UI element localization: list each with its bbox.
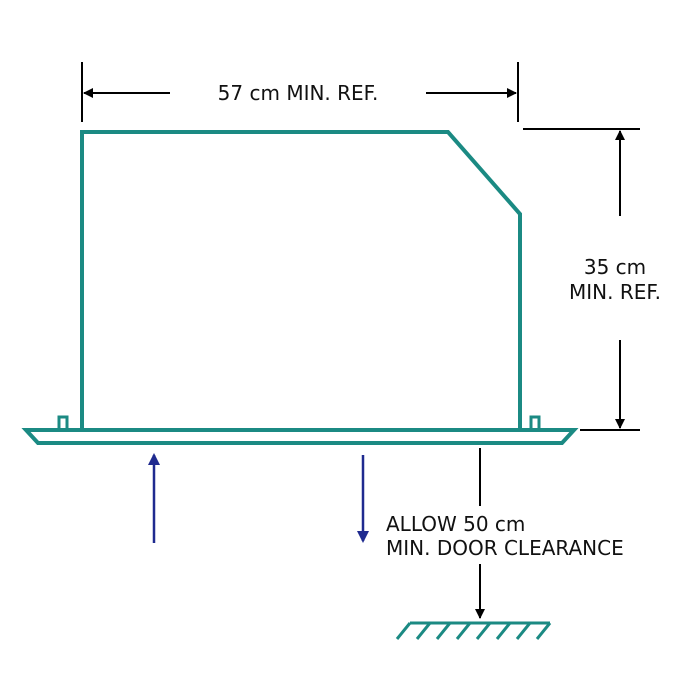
- width-label: 57 cm MIN. REF.: [218, 81, 379, 105]
- right-mount-tab: [529, 415, 541, 432]
- door-clearance-dimension: ALLOW 50 cm MIN. DOOR CLEARANCE: [386, 448, 624, 619]
- height-label-line-1: 35 cm: [584, 255, 646, 279]
- width-dimension: 57 cm MIN. REF.: [81, 62, 519, 122]
- height-dimension: 35 cm MIN. REF.: [523, 128, 661, 431]
- unit-body-outline: [80, 130, 522, 430]
- left-mount-tab: [57, 415, 69, 432]
- door-clearance-label-line-1: ALLOW 50 cm: [386, 512, 525, 536]
- floor-hatch-icon: [395, 621, 552, 640]
- height-label-line-2: MIN. REF.: [569, 280, 661, 304]
- ceiling-panel: [21, 428, 579, 445]
- door-clearance-label-line-2: MIN. DOOR CLEARANCE: [386, 536, 624, 560]
